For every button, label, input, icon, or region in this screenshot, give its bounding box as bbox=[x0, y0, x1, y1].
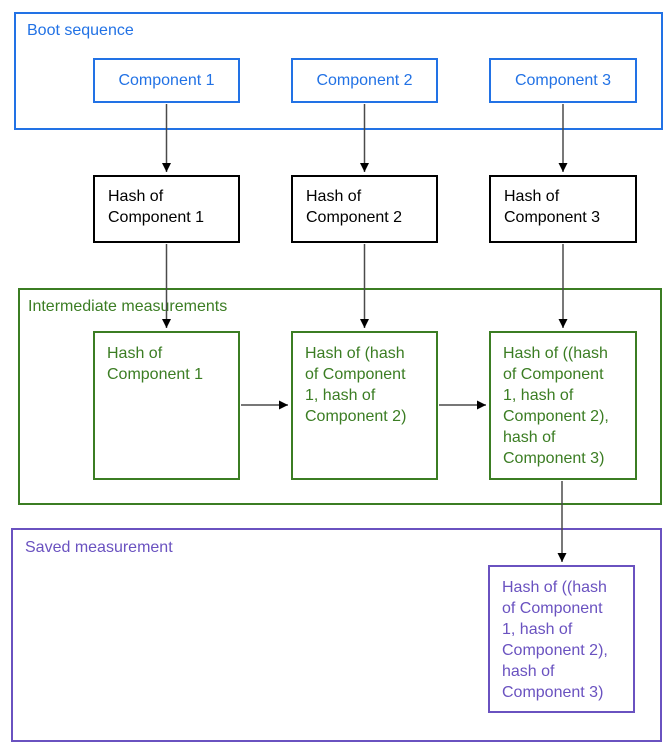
boot-sequence-label: Boot sequence bbox=[27, 22, 134, 39]
hash-component-1-box: Hash of Component 1 bbox=[93, 175, 240, 243]
component-1-box: Component 1 bbox=[93, 58, 240, 103]
intermediate-measurement-3-text: Hash of ((hash of Component 1, hash of C… bbox=[503, 345, 609, 467]
boot-sequence-container bbox=[14, 12, 663, 130]
intermediate-measurement-1-box: Hash of Component 1 bbox=[93, 331, 240, 480]
saved-measurement-label: Saved measurement bbox=[25, 539, 173, 556]
intermediate-measurements-container bbox=[18, 288, 662, 505]
saved-measurement-box: Hash of ((hash of Component 1, hash of C… bbox=[488, 565, 635, 713]
component-1-text: Component 1 bbox=[118, 72, 215, 89]
component-3-text: Component 3 bbox=[514, 72, 612, 89]
hash-component-3-box: Hash of Component 3 bbox=[489, 175, 637, 243]
component-3-box: Component 3 bbox=[489, 58, 637, 103]
component-2-text: Component 2 bbox=[316, 72, 413, 89]
component-2-box: Component 2 bbox=[291, 58, 438, 103]
intermediate-measurement-1-text: Hash of Component 1 bbox=[107, 345, 204, 383]
hash-component-2-box: Hash of Component 2 bbox=[291, 175, 438, 243]
hash-component-2-text: Hash of Component 2 bbox=[306, 188, 403, 226]
intermediate-measurement-2-box: Hash of (hash of Component 1, hash of Co… bbox=[291, 331, 438, 480]
intermediate-measurement-2-text: Hash of (hash of Component 1, hash of Co… bbox=[305, 345, 407, 425]
intermediate-measurement-3-box: Hash of ((hash of Component 1, hash of C… bbox=[489, 331, 637, 480]
hash-component-1-text: Hash of Component 1 bbox=[108, 188, 205, 226]
saved-measurement-container bbox=[11, 528, 662, 742]
intermediate-measurements-label: Intermediate measurements bbox=[28, 298, 228, 315]
hash-component-3-text: Hash of Component 3 bbox=[504, 188, 601, 226]
saved-measurement-text: Hash of ((hash of Component 1, hash of C… bbox=[502, 579, 608, 701]
